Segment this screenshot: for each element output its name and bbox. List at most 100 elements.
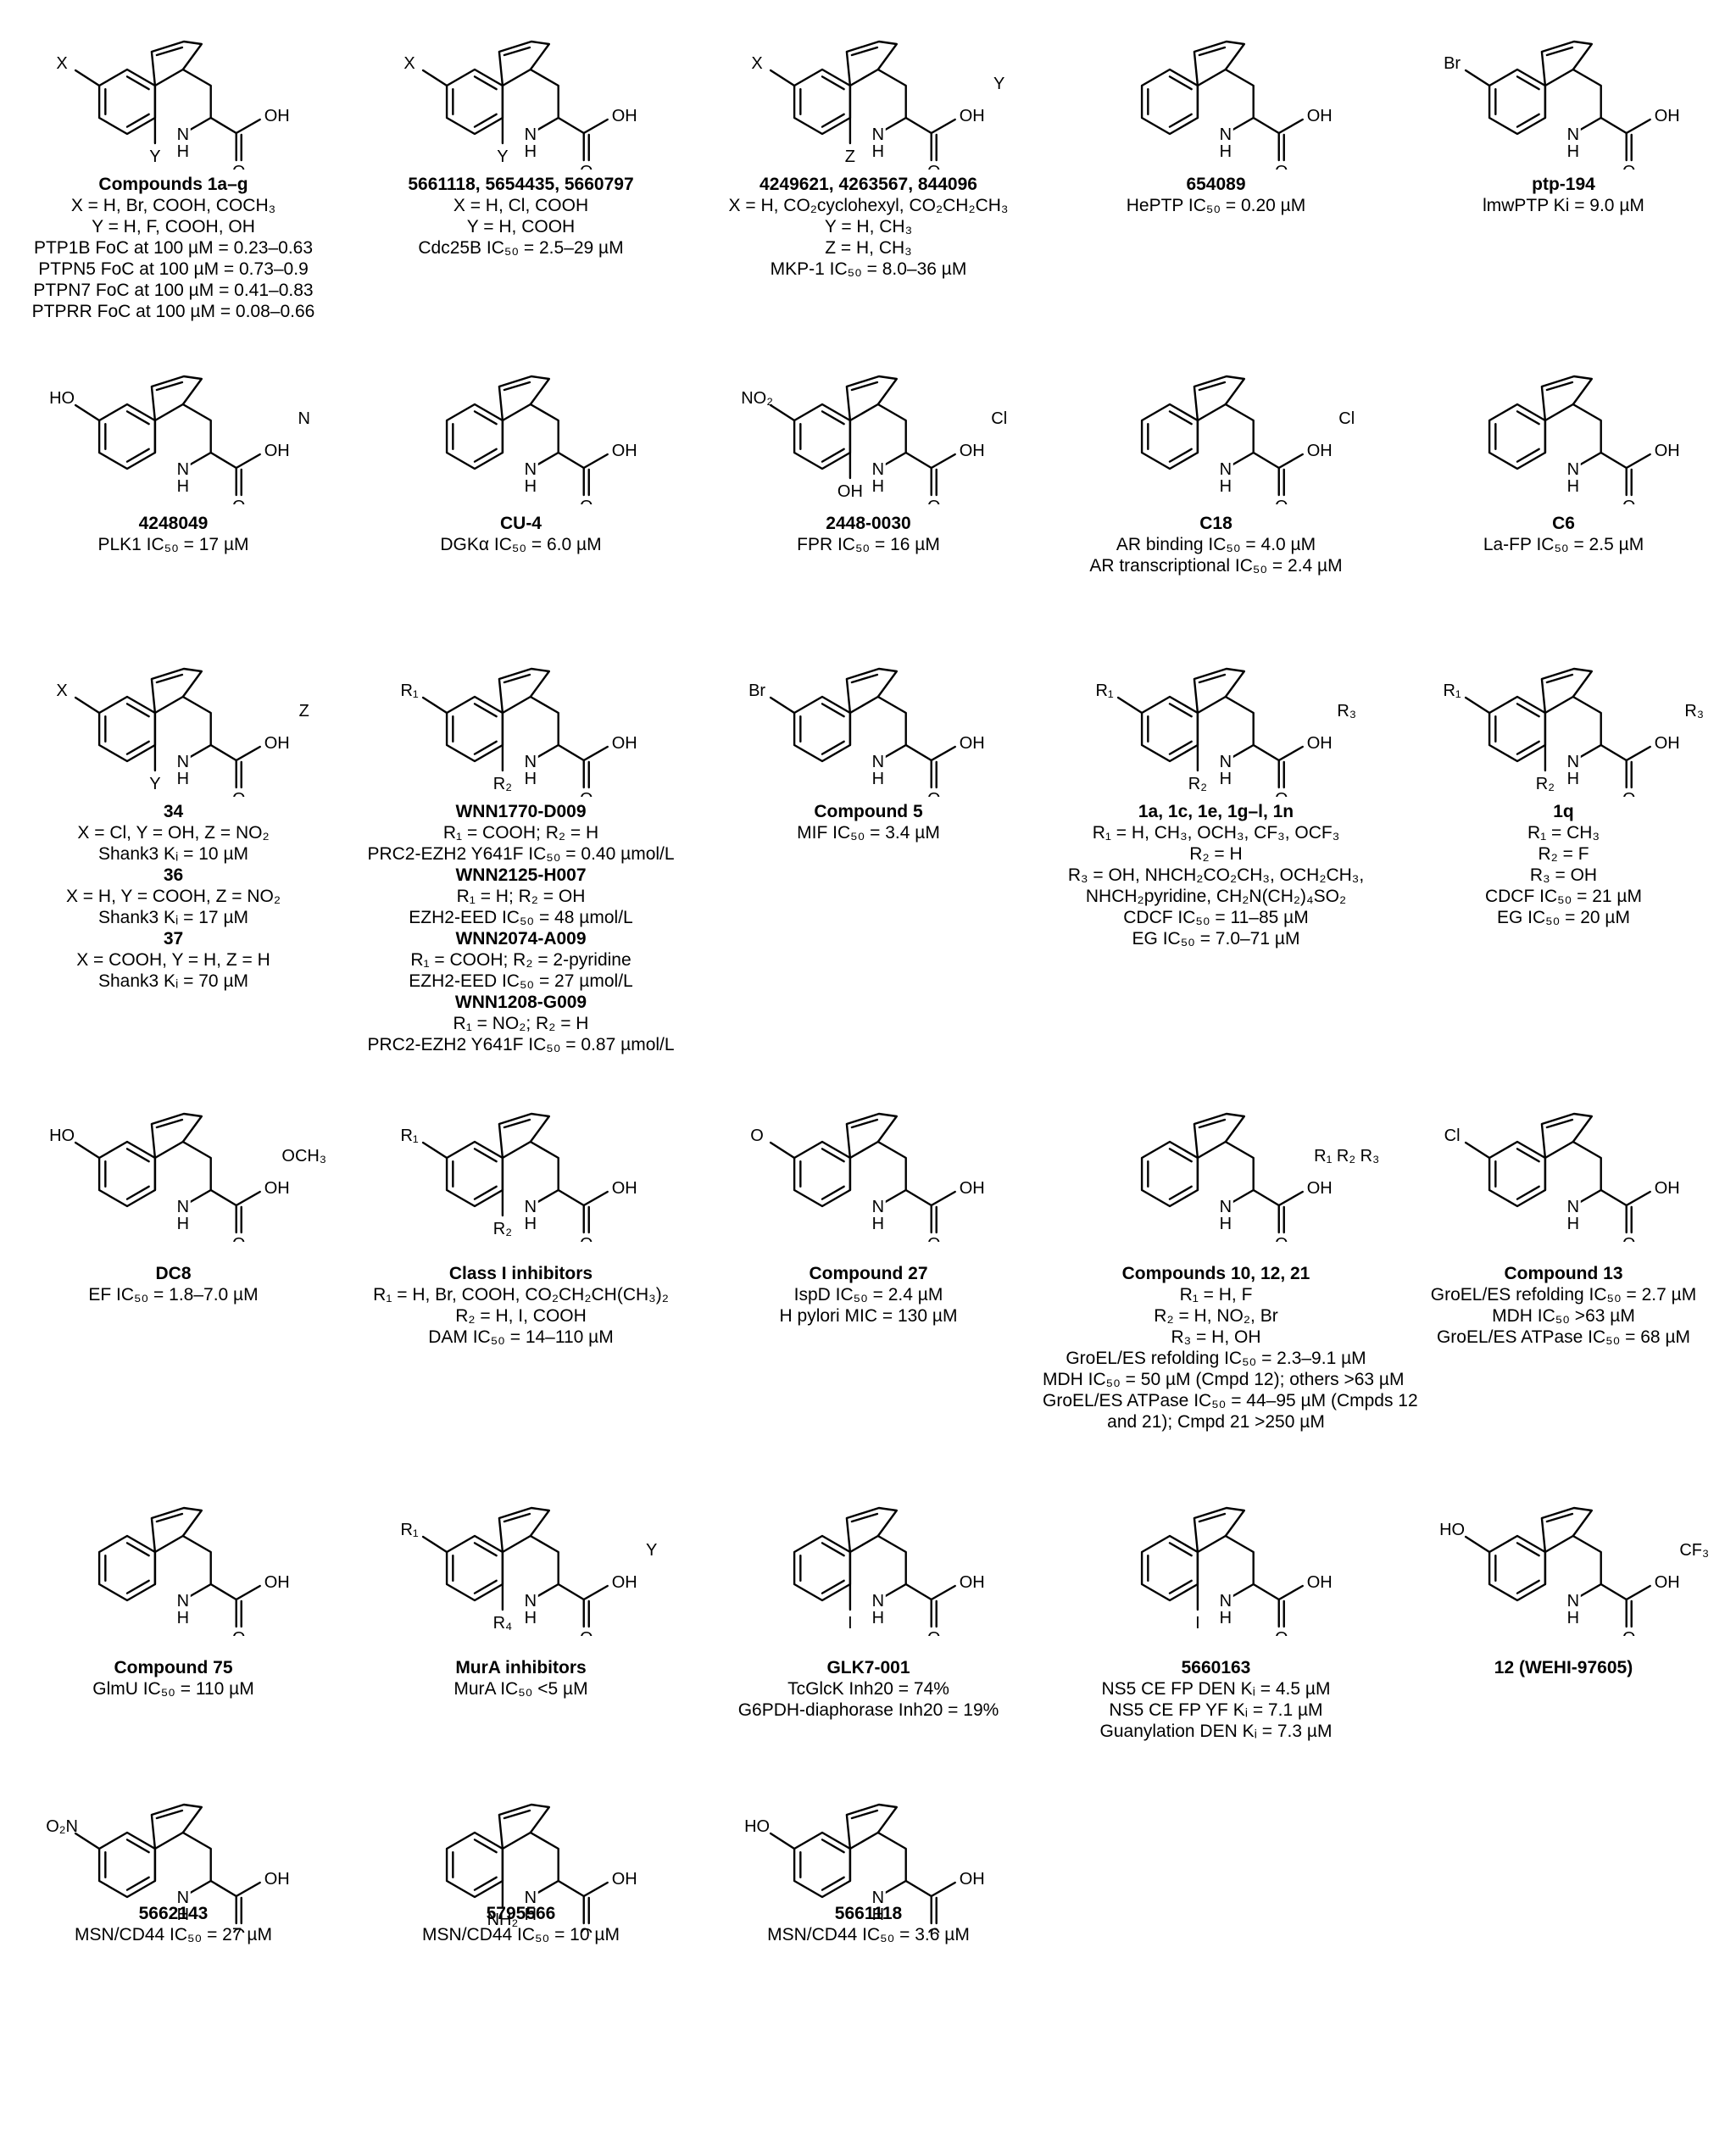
structure-drawing: NHOOHI — [1140, 1506, 1333, 1636]
piperidine-ring — [153, 403, 212, 470]
hydroxyl-label: OH — [264, 1179, 290, 1198]
substituent-bottom-label: OH — [837, 482, 863, 501]
compound-activity-line: PLK1 IC₅₀ = 17 µM — [97, 535, 249, 554]
nh-atom-label: N — [177, 1889, 189, 1907]
nh-atom-label: N — [872, 753, 884, 771]
piperidine-ring — [501, 1140, 559, 1208]
structure-drawing: NHOOH — [1488, 375, 1680, 504]
substituent-top-label: O — [750, 1127, 764, 1145]
nh-hydrogen-label: H — [177, 1609, 189, 1627]
benzene-ring — [1488, 695, 1547, 763]
piperidine-ring — [501, 403, 559, 470]
carbonyl-oxygen-label: O — [232, 163, 246, 170]
structure-drawing: NHOOHHO — [744, 1803, 985, 1933]
hydroxyl-label: OH — [612, 1870, 637, 1889]
compound-activity-line: CDCF IC₅₀ = 11–85 µM — [1123, 908, 1309, 927]
nh-hydrogen-label: H — [177, 1215, 189, 1233]
hydroxyl-label: OH — [1655, 442, 1680, 460]
substituent-aryl-label: Z — [299, 702, 309, 720]
cyclopentene-ring — [498, 375, 551, 422]
compound-activity-line: X = H, CO₂cyclohexyl, CO₂CH₂CH₃ — [728, 196, 1009, 215]
benzene-ring — [1140, 68, 1199, 136]
nh-hydrogen-label: H — [1567, 1609, 1579, 1627]
scaffold: NHOOHHOOCH₃ — [49, 1112, 326, 1242]
scaffold: NHOOHR₁R₂ — [400, 1112, 637, 1242]
carbonyl-oxygen-label: O — [580, 498, 593, 504]
substituent-top-label: R₁ — [400, 682, 418, 700]
carbonyl-oxygen-label: O — [580, 790, 593, 797]
substituent-top-label: X — [403, 54, 415, 73]
compound-name: 2448-0030 — [826, 514, 911, 533]
compound-activity-line: R₁ = H, Br, COOH, CO₂CH₂CH(CH₃)₂ — [373, 1285, 669, 1305]
substituent-aryl-label: Y — [993, 75, 1004, 93]
nh-hydrogen-label: H — [177, 142, 189, 161]
compound-panel: NHOOHXYCompounds 1a–gX = H, Br, COOH, CO… — [0, 0, 347, 390]
scaffold: NHOOHI — [1140, 1506, 1333, 1636]
piperidine-ring — [849, 403, 907, 470]
cyclopentene-ring — [845, 1506, 899, 1554]
substituent-top-label: Br — [1444, 54, 1461, 73]
compound-panel: NHOOH654089HePTP IC₅₀ = 0.20 µM — [1043, 0, 1389, 390]
piperidine-ring — [1544, 1534, 1602, 1602]
nh-atom-label: N — [177, 1592, 189, 1611]
piperidine-ring — [501, 1831, 559, 1899]
compound-name: Compounds 1a–g — [98, 175, 248, 194]
structure-drawing: NHOOHHON — [49, 375, 310, 504]
compound-activity-line: La-FP IC₅₀ = 2.5 µM — [1483, 535, 1644, 554]
compound-activity-line: DGKα IC₅₀ = 6.0 µM — [440, 535, 602, 554]
hydroxyl-label: OH — [960, 734, 985, 753]
cyclopentene-ring — [1540, 1112, 1594, 1160]
compound-activity-line: GroEL/ES ATPase IC₅₀ = 44–95 µM (Cmpds 1… — [1043, 1391, 1418, 1410]
nh-atom-label: N — [1567, 125, 1579, 144]
compound-activity-line: Shank3 Kᵢ = 17 µM — [97, 908, 249, 927]
piperidine-ring — [153, 1140, 212, 1208]
piperidine-ring — [153, 695, 212, 763]
piperidine-ring — [1196, 68, 1255, 136]
hydroxyl-label: OH — [1655, 1573, 1680, 1592]
compound-activity-line: GlmU IC₅₀ = 110 µM — [92, 1679, 254, 1699]
scaffold: NHOOHBr — [748, 667, 985, 797]
cyclopentene-ring — [498, 1803, 551, 1850]
compound-activity-line: R₂ = H — [1189, 844, 1243, 864]
compound-activity-line: X = H, Y = COOH, Z = NO₂ — [65, 887, 281, 906]
carbonyl-oxygen-label: O — [1622, 1235, 1636, 1242]
compound-activity-line: Cdc25B IC₅₀ = 2.5–29 µM — [418, 238, 624, 258]
nh-hydrogen-label: H — [1220, 477, 1232, 496]
nh-hydrogen-label: H — [525, 770, 537, 788]
nh-atom-label: N — [177, 125, 189, 144]
substituent-top-label: Cl — [1444, 1127, 1461, 1145]
nh-atom-label: N — [1220, 1592, 1232, 1611]
compound-name: 34 — [163, 802, 184, 821]
structure-drawing: NHOOHXYZ — [56, 667, 309, 797]
carbonyl-oxygen-label: O — [580, 163, 593, 170]
substituent-top-label: R₁ — [400, 1521, 418, 1539]
cyclopentene-ring — [498, 40, 551, 87]
nh-atom-label: N — [525, 1592, 537, 1611]
compound-activity-line: R₁ = COOH; R₂ = H — [442, 823, 599, 843]
piperidine-ring — [153, 1831, 212, 1899]
compound-activity-line: Shank3 Kᵢ = 70 µM — [97, 971, 249, 991]
compound-name: CU-4 — [499, 514, 542, 533]
nh-atom-label: N — [872, 1592, 884, 1611]
cyclopentene-ring — [150, 1803, 203, 1850]
compound-activity-line: WNN2074-A009 — [455, 929, 587, 949]
compound-activity-line: R₃ = OH — [1529, 865, 1598, 885]
structure-drawing: NHOOH — [97, 1506, 290, 1636]
piperidine-ring — [1196, 1534, 1255, 1602]
benzene-ring — [1140, 403, 1199, 470]
compound-activity-line: EF IC₅₀ = 1.8–7.0 µM — [88, 1285, 259, 1305]
benzene-ring — [1488, 403, 1547, 470]
piperidine-ring — [501, 1534, 559, 1602]
compound-activity-line: NS5 CE FP YF Kᵢ = 7.1 µM — [1109, 1700, 1323, 1720]
substituent-aryl-label: R₃ — [1684, 702, 1704, 720]
compound-activity-line: GroEL/ES refolding IC₅₀ = 2.3–9.1 µM — [1066, 1349, 1366, 1368]
nh-atom-label: N — [1567, 753, 1579, 771]
nh-atom-label: N — [1220, 753, 1232, 771]
